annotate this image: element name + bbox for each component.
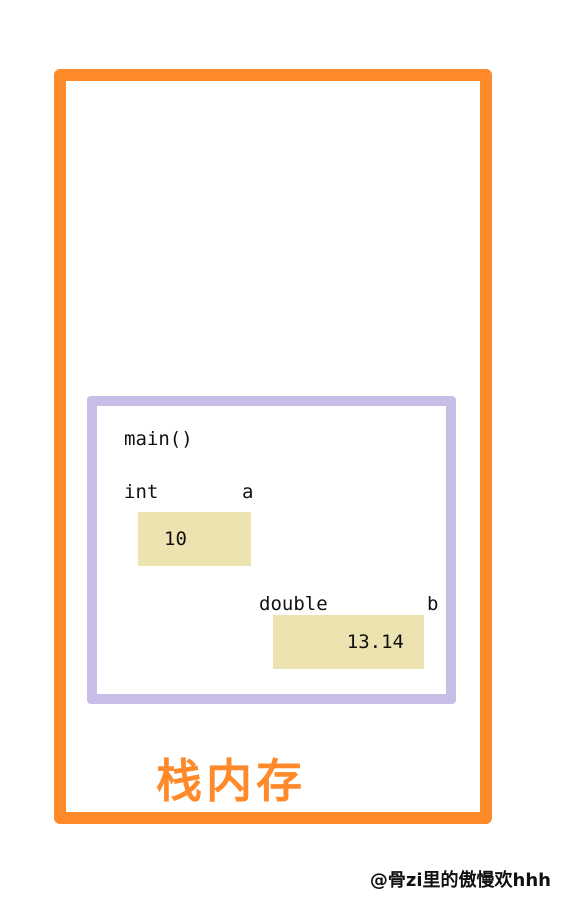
var-b-name-label: b bbox=[427, 593, 439, 615]
var-b-value: 13.14 bbox=[346, 631, 404, 653]
var-b-value-cell: 13.14 bbox=[273, 615, 424, 669]
function-name-label: main() bbox=[124, 428, 193, 450]
author-watermark: @骨zi里的傲慢欢hhh bbox=[369, 870, 551, 891]
stack-memory-label: 栈内存 bbox=[156, 754, 306, 808]
var-a-type-label: int bbox=[124, 481, 159, 503]
var-b-type-label: double bbox=[259, 593, 328, 615]
var-a-value: 10 bbox=[164, 528, 187, 550]
var-a-name-label: a bbox=[242, 481, 254, 503]
var-a-value-cell: 10 bbox=[138, 512, 251, 566]
